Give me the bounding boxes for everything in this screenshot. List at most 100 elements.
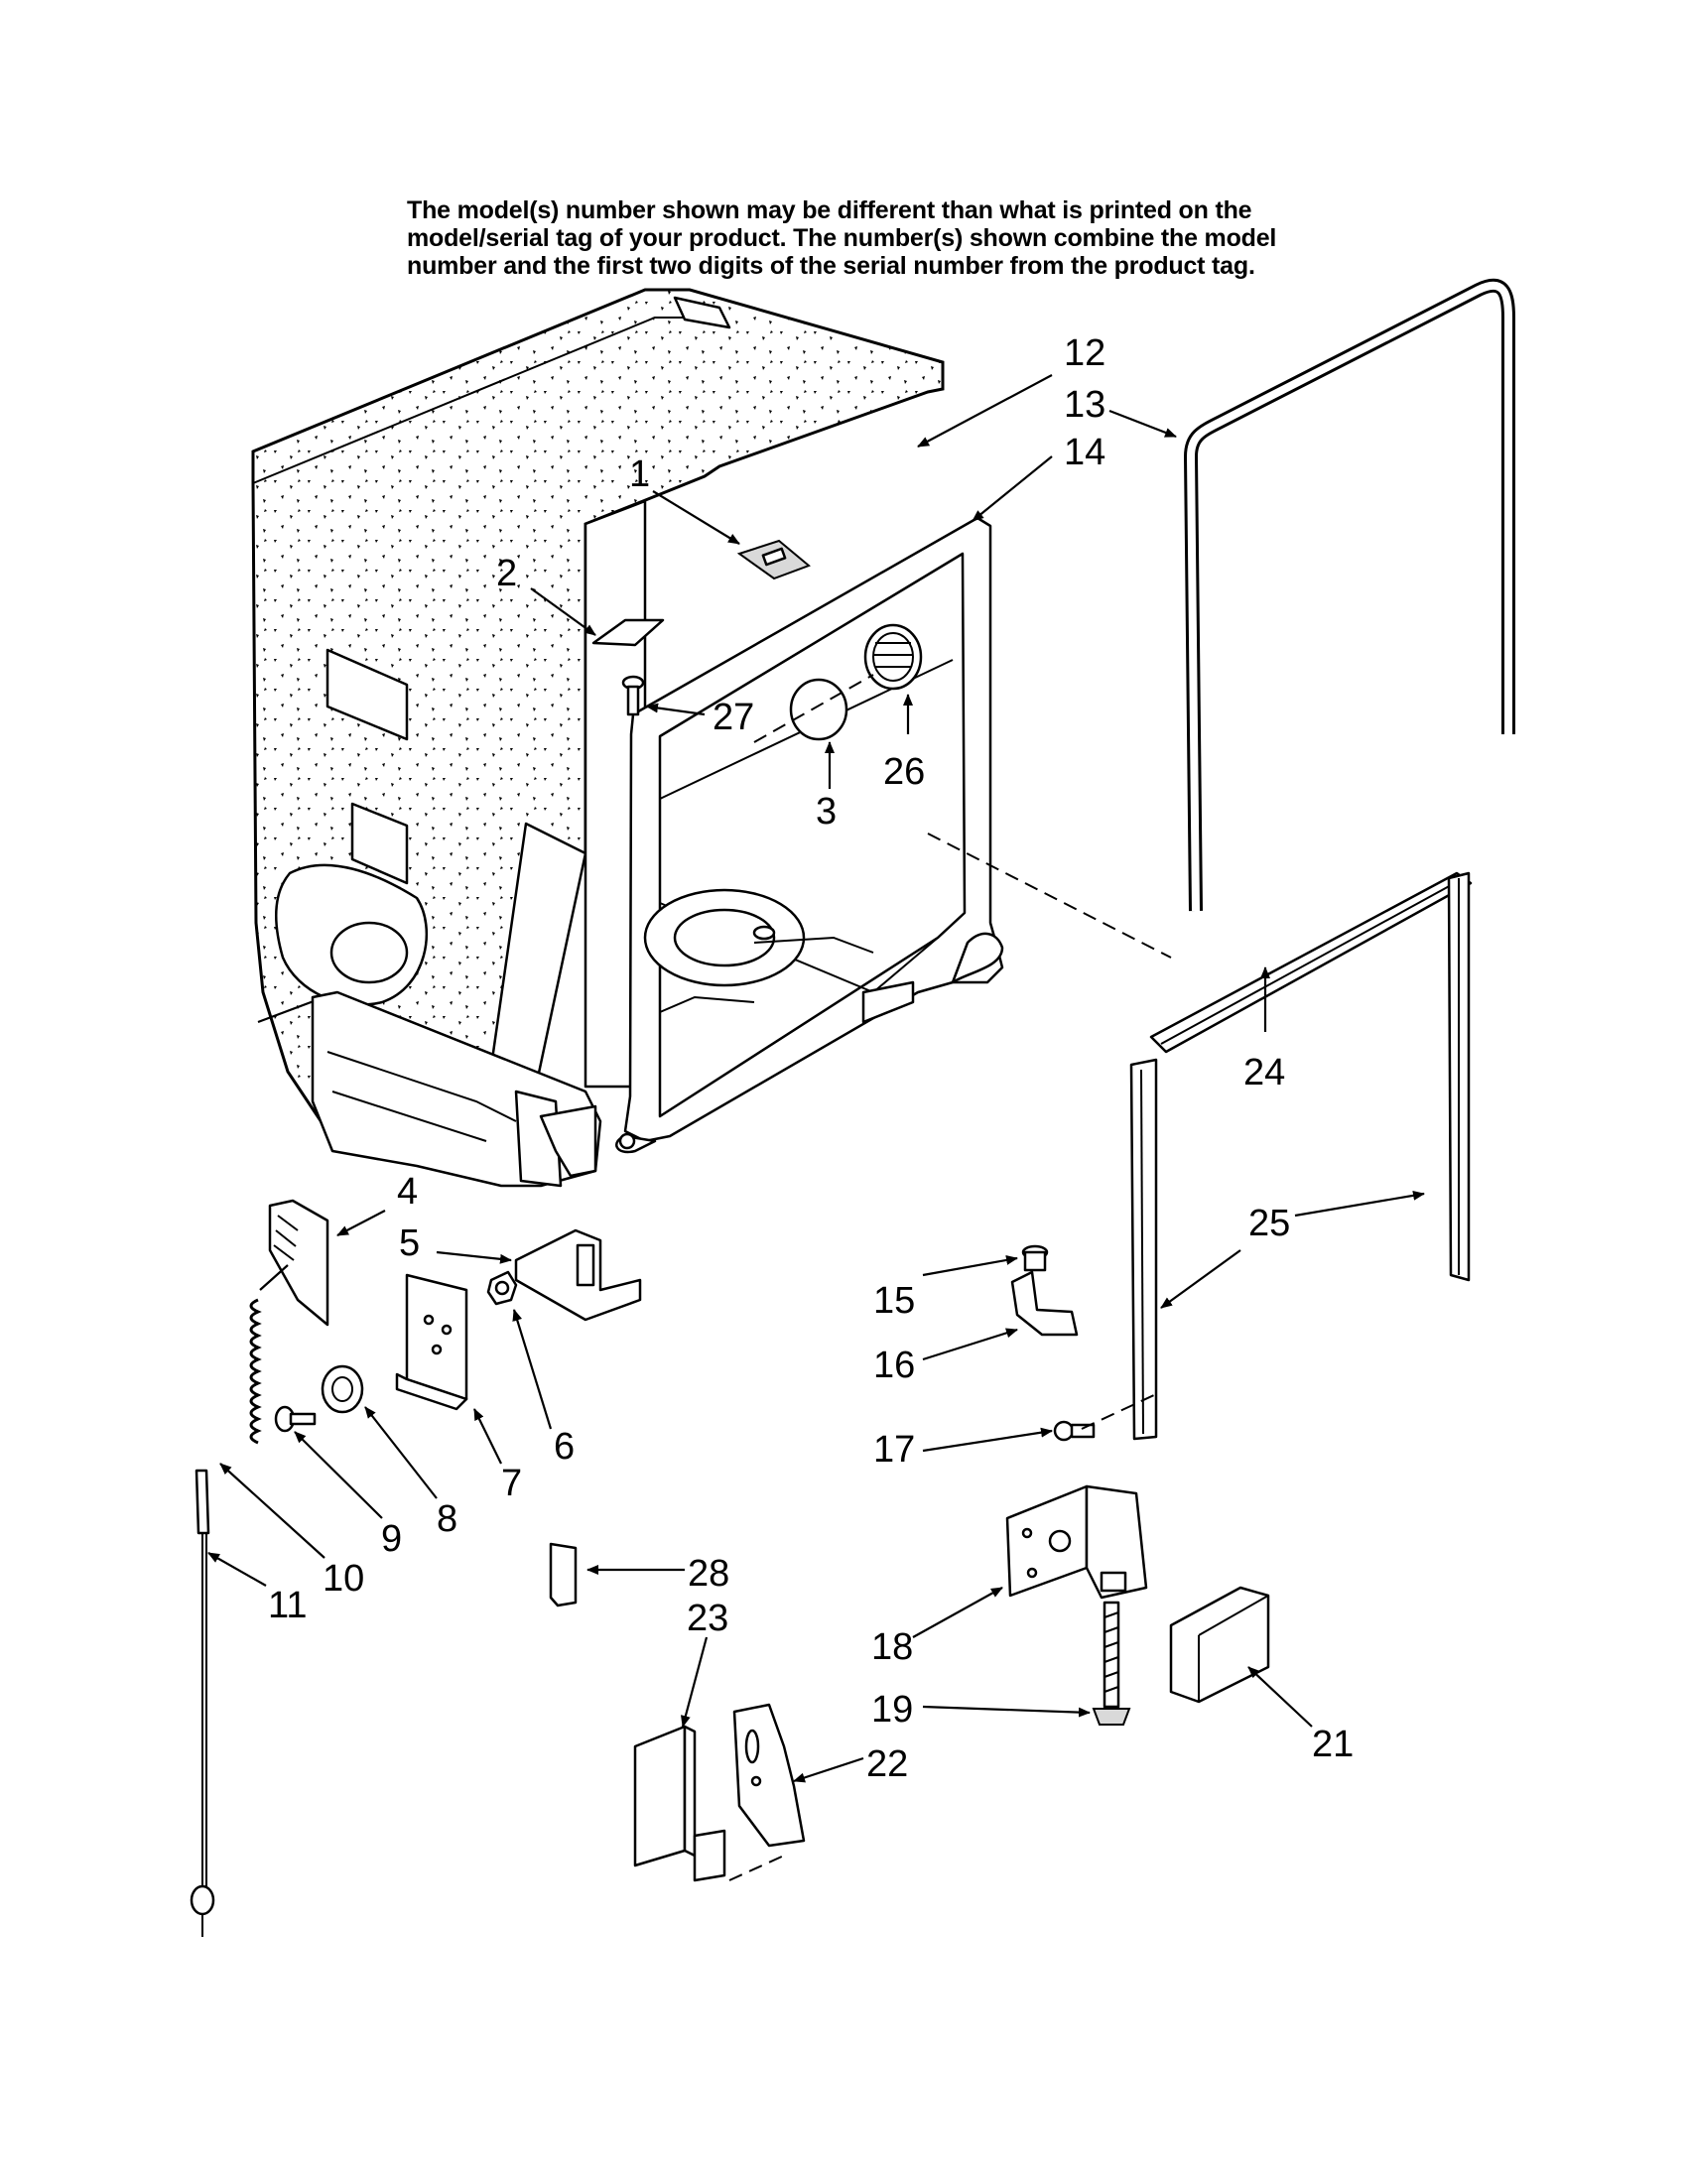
leader-6: [512, 1309, 553, 1430]
model-number-notice: The model(s) number shown may be differe…: [407, 196, 1300, 280]
callout-18: 18: [871, 1626, 913, 1668]
sump-nut: [752, 925, 776, 941]
leader-5: [436, 1250, 512, 1264]
part-27-screw: [621, 675, 645, 716]
vent-alignment-line: [753, 674, 874, 743]
spray-arm-support: [753, 936, 874, 954]
leader-7: [473, 1408, 502, 1465]
part-28-clip: [549, 1542, 578, 1607]
callout-17: 17: [873, 1429, 915, 1471]
leader-21: [1247, 1666, 1313, 1728]
part-19-leveling-leg: [1092, 1601, 1131, 1726]
panel-alignment-line: [728, 1855, 785, 1881]
part-21-fold: [1198, 1595, 1269, 1702]
callout-5: 5: [399, 1222, 420, 1264]
part-18-leveling-bracket: [1005, 1484, 1148, 1600]
leader-12: [917, 374, 1053, 448]
callout-28: 28: [688, 1553, 729, 1595]
part-9-rivet: [274, 1405, 317, 1433]
leader-8: [364, 1406, 438, 1499]
part-1-latch-bracket: [736, 539, 811, 580]
leader-25a: [1294, 1190, 1425, 1218]
callout-labels: 12 13 14 1 2 27 3 26 24 25 4 5 6 7 8 9 1…: [268, 332, 1354, 1785]
callout-2: 2: [496, 553, 517, 594]
part-25-side-trim-left: [1129, 1058, 1158, 1441]
base-detail-2: [331, 1091, 487, 1142]
leader-11: [207, 1552, 267, 1587]
leader-16: [922, 1328, 1018, 1361]
leader-14: [972, 455, 1053, 522]
callout-27: 27: [713, 697, 754, 738]
part-10-door-spring: [249, 1298, 262, 1445]
front-frame-bottom-right: [951, 932, 1004, 984]
callout-22: 22: [866, 1743, 908, 1785]
callout-13: 13: [1064, 384, 1105, 426]
callout-25: 25: [1248, 1203, 1290, 1244]
leader-22: [793, 1756, 864, 1783]
callout-11: 11: [268, 1585, 307, 1626]
callout-7: 7: [501, 1463, 522, 1504]
callout-24: 24: [1243, 1052, 1285, 1093]
base-detail-1: [326, 1051, 517, 1122]
part-16-bracket: [1010, 1270, 1079, 1337]
tub-to-panel-line: [927, 833, 1172, 959]
callout-19: 19: [871, 1689, 913, 1731]
callout-14: 14: [1064, 432, 1105, 473]
part-21-bracket-cover: [1169, 1586, 1270, 1704]
part-7-mounting-plate: [395, 1273, 468, 1411]
part-2-clip: [591, 618, 665, 647]
leader-10: [219, 1463, 325, 1559]
leader-27: [646, 703, 706, 716]
part-24-trim-groove: [1160, 877, 1465, 1045]
leader-25b: [1160, 1249, 1241, 1309]
callout-6: 6: [554, 1426, 575, 1468]
part-25-left-edge: [1140, 1069, 1144, 1435]
part-3-gasket: [789, 678, 848, 741]
leader-9: [294, 1431, 383, 1519]
drain-hole: [329, 921, 409, 984]
part-15-knob: [1021, 1244, 1049, 1272]
notice-line-1: The model(s) number shown may be differe…: [407, 196, 1252, 224]
leader-15: [922, 1255, 1018, 1277]
callout-10: 10: [323, 1558, 364, 1600]
blanket-cutout-upper: [325, 648, 409, 741]
part-26-vent: [863, 623, 923, 691]
frame-screw: [618, 1132, 636, 1150]
callout-12: 12: [1064, 332, 1105, 374]
spring-hook: [259, 1264, 289, 1291]
part-11-door-cable: [190, 1469, 215, 1937]
leader-4: [336, 1210, 386, 1236]
leader-19: [922, 1705, 1091, 1718]
part-5-hinge-bracket: [514, 1228, 642, 1322]
callout-3: 3: [816, 791, 837, 833]
blanket-cutout-lower: [350, 802, 409, 885]
leader-2: [530, 587, 596, 636]
callout-1: 1: [629, 453, 650, 495]
callout-9: 9: [381, 1518, 402, 1560]
blanket-top-notch: [673, 296, 731, 329]
leader-13: [1108, 409, 1177, 439]
sump-center: [673, 908, 776, 967]
notice-line-3: number and the first two digits of the s…: [407, 252, 1255, 280]
part-13-door-gasket: [1183, 278, 1515, 912]
leader-23: [681, 1636, 709, 1728]
part-8-roller: [321, 1364, 364, 1414]
screw-alignment-line: [1081, 1393, 1157, 1430]
part-23-toe-panel: [633, 1725, 726, 1882]
callout-4: 4: [397, 1171, 418, 1213]
part-17-screw: [1053, 1420, 1096, 1442]
blanket-fold-line: [252, 317, 690, 484]
callout-16: 16: [873, 1345, 915, 1386]
leader-1: [652, 490, 740, 545]
tub-floor-left: [659, 995, 755, 1013]
callout-15: 15: [873, 1280, 915, 1322]
part-13-door-gasket-inner: [1186, 281, 1512, 912]
part-22-hinge: [732, 1703, 806, 1848]
leader-18: [912, 1587, 1003, 1638]
tub-rear-leg: [861, 980, 915, 1024]
leader-17: [922, 1427, 1053, 1453]
callout-23: 23: [687, 1598, 728, 1639]
callout-26: 26: [883, 751, 925, 793]
part-6-nut: [486, 1270, 518, 1306]
